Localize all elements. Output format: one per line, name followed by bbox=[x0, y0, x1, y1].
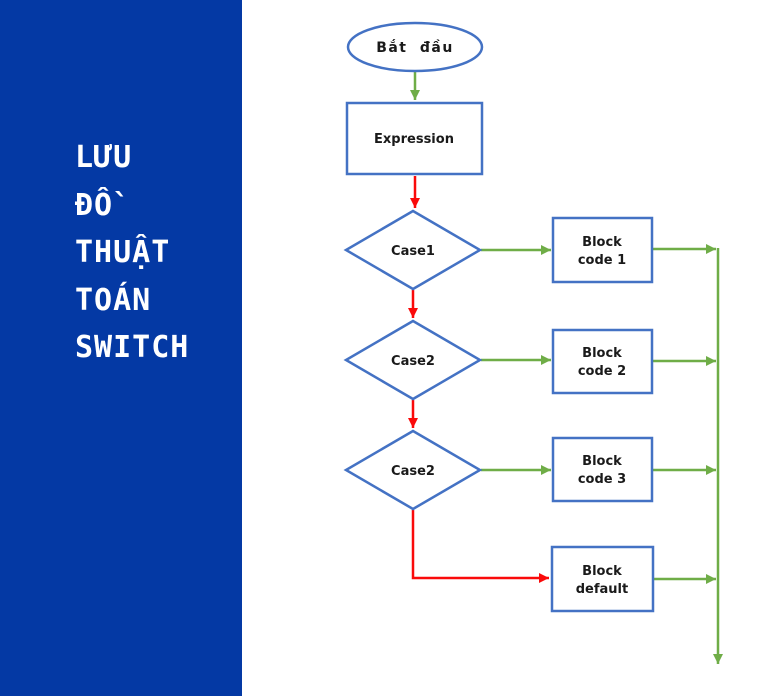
expression-node: Expression bbox=[345, 101, 484, 176]
case1-diamond: Case1 bbox=[343, 209, 483, 291]
title-line-4: TOÁN bbox=[75, 282, 152, 318]
start-label: Bắt đầu bbox=[376, 39, 454, 56]
block-default-node: Block default bbox=[550, 545, 655, 613]
block-code-2-node: Block code 2 bbox=[551, 328, 654, 395]
block1-label-line1: Block bbox=[582, 235, 622, 250]
block3-label-line1: Block bbox=[582, 454, 622, 469]
case3-label: Case2 bbox=[391, 464, 435, 479]
case1-label: Case1 bbox=[391, 244, 435, 259]
block-default-label-line1: Block bbox=[582, 564, 622, 579]
block3-label-line2: code 3 bbox=[578, 472, 626, 487]
block-code-1-node: Block code 1 bbox=[551, 216, 654, 284]
arrow-case3-to-block-default bbox=[411, 510, 549, 583]
diagram-title: LƯU ĐỒ THUẬT TOÁN SWITCH bbox=[75, 134, 189, 372]
block2-label-line1: Block bbox=[582, 346, 622, 361]
title-panel: LƯU ĐỒ THUẬT TOÁN SWITCH bbox=[0, 0, 242, 696]
block2-label-line2: code 2 bbox=[578, 364, 626, 379]
block1-label-line2: code 1 bbox=[578, 253, 626, 268]
case2-label: Case2 bbox=[391, 354, 435, 369]
case3-diamond: Case2 bbox=[343, 429, 483, 511]
expression-label: Expression bbox=[374, 132, 454, 147]
title-line-1: LƯU bbox=[75, 140, 133, 175]
start-node: Bắt đầu bbox=[346, 21, 484, 73]
title-line-2: ĐỒ bbox=[75, 187, 114, 223]
block-default-label-line2: default bbox=[576, 582, 628, 597]
case2-diamond: Case2 bbox=[343, 319, 483, 401]
title-line-3: THUẬT bbox=[75, 235, 171, 270]
block-code-3-node: Block code 3 bbox=[551, 436, 654, 503]
title-line-5: SWITCH bbox=[75, 330, 190, 365]
